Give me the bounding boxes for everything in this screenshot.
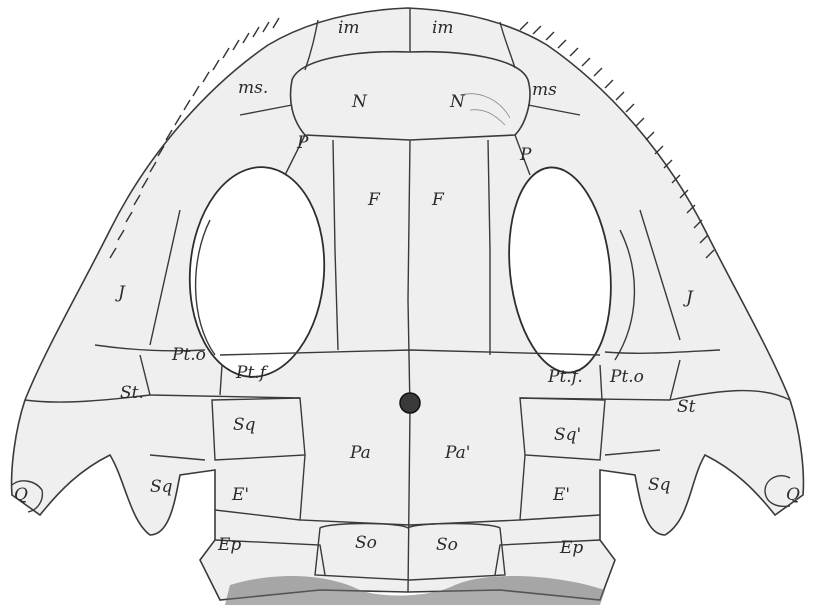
label-q-left: Q [14,485,28,505]
label-im-left: im [338,18,360,38]
label-pa-right: Pa' [444,443,470,463]
label-e-right: E' [552,485,570,505]
label-so-left: So [355,533,377,553]
label-pto-right: Pt.o [609,367,644,387]
label-sq-upper-right: Sq' [554,425,581,445]
nasal-bones [291,52,530,140]
label-pa-left: Pa [349,443,371,463]
label-sq-lower-right: Sq [648,475,671,495]
label-st-right: St [677,397,696,417]
label-ptf-right: Pt.f. [547,367,583,387]
label-ms-right: ms [532,80,557,100]
label-p-right: P [519,145,532,165]
label-n-right: N [449,92,466,112]
label-ep-left: Ep [217,535,241,555]
label-sq-upper-left: Sq [233,415,256,435]
label-e-left: E' [231,485,249,505]
label-q-right: Q [786,485,800,505]
parietal-foramen [400,393,420,413]
label-f-left: F [367,190,381,210]
label-st-left: St. [120,383,144,403]
label-sq-lower-left: Sq [150,477,173,497]
label-so-right: So [436,535,458,555]
label-n-left: N [351,92,368,112]
label-ms-left: ms. [238,78,268,98]
label-ptf-left: Pt.f [235,363,269,383]
label-f-right: F [431,190,445,210]
label-pto-left: Pt.o [171,345,206,365]
label-p-left: P [296,133,309,153]
label-ep-right: Ep [559,538,583,558]
label-im-right: im [432,18,454,38]
